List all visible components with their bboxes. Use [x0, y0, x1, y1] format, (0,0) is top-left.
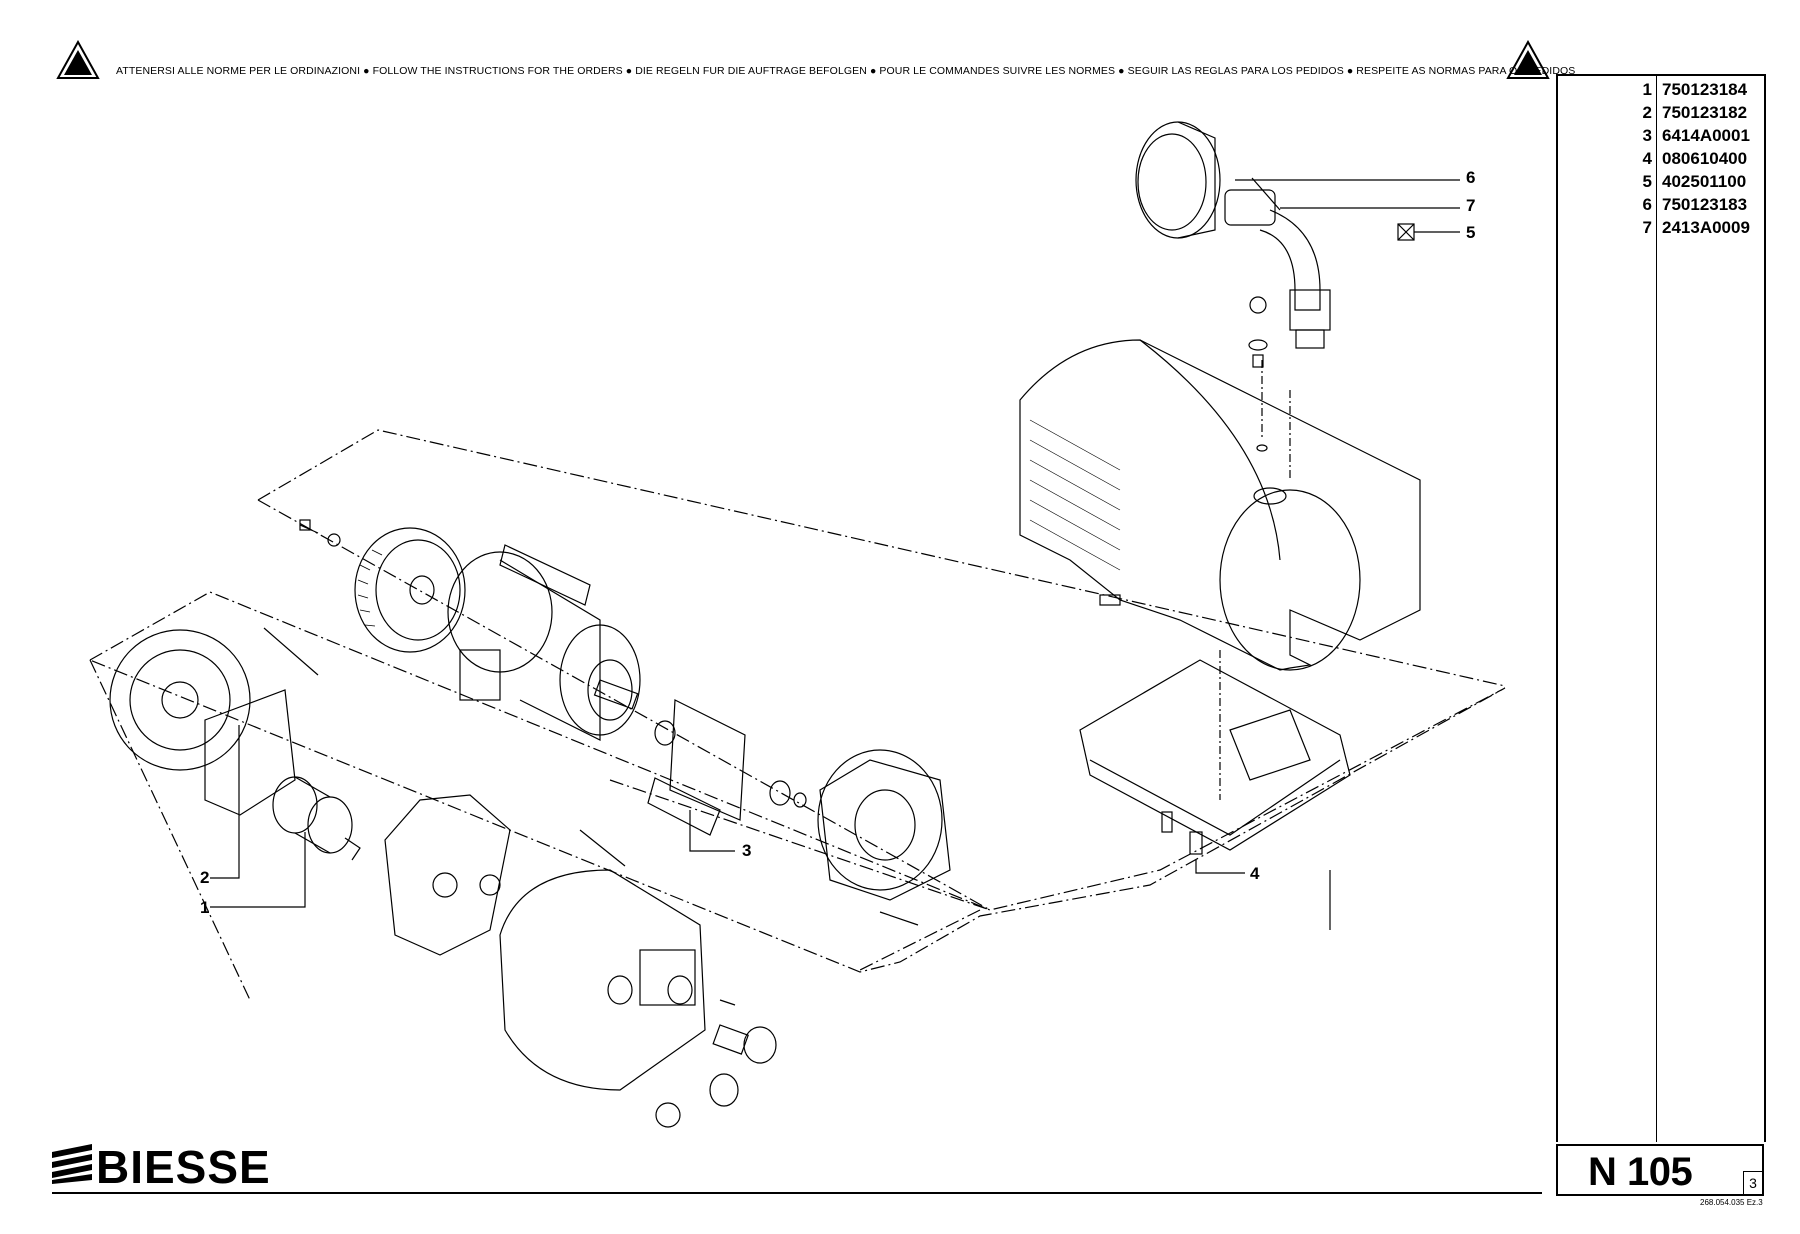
- end-cover: [384, 794, 511, 956]
- parts-list: 1 750123184 2 750123182 3 6414A0001 4 08…: [1556, 74, 1766, 1142]
- motor-fan: [354, 527, 466, 653]
- parts-row: 4 080610400: [1558, 149, 1764, 172]
- biesse-stripes-icon: [52, 1144, 92, 1184]
- key: [499, 544, 591, 606]
- rotor: [669, 699, 746, 821]
- part-code: 750123182: [1662, 103, 1748, 122]
- pump-housing: [817, 749, 951, 901]
- cowl: [1019, 339, 1421, 671]
- callout-3: 3: [742, 841, 752, 860]
- boxed-cross-icon: [1397, 223, 1415, 241]
- long-bolt: [263, 627, 319, 676]
- spacer-screw: [1161, 811, 1173, 833]
- part-code: 750123184: [1662, 80, 1748, 99]
- part-number: 7: [1642, 218, 1652, 237]
- parts-row: 2 750123182: [1558, 103, 1764, 126]
- parts-row: 1 750123184: [1558, 80, 1764, 103]
- part-code: 080610400: [1662, 149, 1748, 168]
- spacer: [1189, 831, 1203, 855]
- connector-elbow: [1224, 189, 1331, 349]
- rear-gear: [109, 629, 251, 771]
- callout-2: 2: [200, 868, 210, 887]
- cowl-clip: [1099, 594, 1121, 606]
- vane-pack: [647, 777, 721, 836]
- cap: [655, 1102, 681, 1128]
- order-instructions: ATTENERSI ALLE NORME PER LE ORDINAZIONI …: [116, 65, 1576, 77]
- assembly-boundary-lower: [88, 591, 1506, 973]
- sheet-number: 3: [1743, 1171, 1762, 1194]
- base-tray: [1079, 659, 1351, 851]
- eyelet: [1249, 296, 1267, 314]
- model-name: N 105: [1588, 1150, 1693, 1194]
- callout-4: 4: [1250, 864, 1260, 883]
- bearing: [654, 720, 676, 746]
- exploded-parts-diagram: [88, 121, 1506, 1128]
- part-number: 3: [1642, 126, 1652, 145]
- front-cover: [499, 869, 706, 1091]
- filter: [272, 776, 353, 854]
- assembly-boundary-upper: [257, 429, 1506, 687]
- parts-row: 5 402501100: [1558, 172, 1764, 195]
- document-number: 268.054.035 Ez.3: [1700, 1198, 1763, 1207]
- gasket: [204, 689, 296, 816]
- valve-knob: [743, 1026, 777, 1064]
- part-code: 6414A0001: [1662, 126, 1750, 145]
- part-number: 2: [1642, 103, 1652, 122]
- callout-5: 5: [1466, 223, 1476, 242]
- plug: [709, 1073, 739, 1107]
- parts-row: 6 750123183: [1558, 195, 1764, 218]
- warning-triangle-icon: [56, 40, 100, 79]
- callout-1: 1: [200, 898, 210, 917]
- part-code: 2413A0009: [1662, 218, 1750, 237]
- part-number: 5: [1642, 172, 1652, 191]
- vacuum-gauge: [1135, 121, 1221, 239]
- parts-row: 7 2413A0009: [1558, 218, 1764, 241]
- model-box: N 105 3: [1556, 1144, 1764, 1196]
- part-number: 4: [1642, 149, 1652, 168]
- part-code: 402501100: [1662, 172, 1747, 191]
- biesse-logo: BIESSE: [52, 1141, 292, 1193]
- part-number: 1: [1642, 80, 1652, 99]
- callout-6: 6: [1466, 168, 1476, 187]
- parts-row: 3 6414A0001: [1558, 126, 1764, 149]
- logo-text: BIESSE: [96, 1141, 271, 1193]
- callout-7: 7: [1466, 196, 1476, 215]
- part-number: 6: [1642, 195, 1652, 214]
- part-code: 750123183: [1662, 195, 1748, 214]
- warning-triangle-icon: [1506, 40, 1550, 79]
- bottom-rule: [52, 1192, 1542, 1194]
- motor: [447, 551, 641, 741]
